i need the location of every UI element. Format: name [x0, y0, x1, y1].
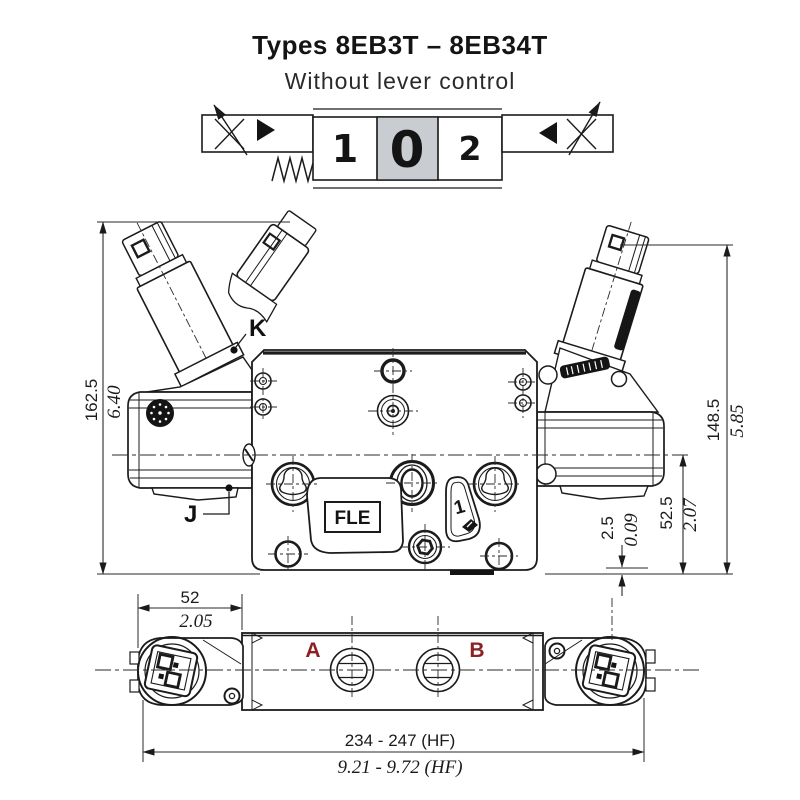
detached-connector [227, 210, 317, 324]
dim-length-mm: 234 - 247 (HF) [345, 731, 456, 750]
right-mount [535, 347, 665, 500]
bottom-right-connector [544, 636, 656, 706]
position-1-label: 1 [332, 127, 358, 171]
right-solenoid-coil [553, 221, 650, 375]
dim-width-mm: 52 [181, 588, 200, 607]
left-mount [127, 356, 253, 501]
fle-label: FLE [335, 508, 371, 529]
valve-body: FLE 1 [242, 349, 538, 575]
dim-length-in: 9.21 - 9.72 (HF) [337, 757, 462, 778]
j-label: J [184, 501, 197, 528]
dim-left-in: 6.40 [104, 385, 125, 419]
bottom-tab [450, 570, 494, 575]
left-solenoid-symbol [201, 104, 314, 156]
dim-center-in: 2.07 [680, 497, 701, 532]
part-number-label [614, 289, 641, 351]
callout-k: K [230, 315, 267, 354]
flow-direction-icon [462, 519, 478, 532]
bottom-left-connector [129, 636, 244, 706]
dim-right-mm: 148.5 [704, 399, 723, 442]
solenoid-triangle-right [257, 119, 275, 141]
plug-face-right [581, 644, 637, 698]
plug-face-left [143, 644, 199, 698]
callout-j: J [184, 484, 233, 528]
connector-face [146, 399, 174, 427]
port-a-label: A [305, 639, 320, 662]
connector-key-slot [130, 238, 151, 259]
dim-right-in: 5.85 [727, 404, 748, 437]
centerlines [112, 348, 692, 574]
position-0-label: 0 [390, 121, 425, 179]
port-b-label: B [469, 639, 484, 662]
port1-marker: 1 [445, 476, 481, 543]
dim-offset-in: 0.09 [621, 513, 642, 547]
k-label: K [249, 315, 267, 342]
left-solenoid-coil [121, 221, 245, 388]
hydraulic-schematic-symbol: 1 0 2 [201, 101, 614, 189]
dim-center-mm: 52.5 [657, 496, 676, 529]
front-view-dimensions: 162.5 6.40 148.5 5.85 52.5 2.07 2.5 0.09 [82, 221, 748, 596]
barcode-label [559, 356, 610, 379]
dim-width-in: 2.05 [179, 611, 212, 632]
bottom-body [241, 632, 544, 711]
page-subtitle: Without lever control [284, 68, 516, 94]
position-2-label: 2 [459, 129, 482, 168]
page-title: Types 8EB3T – 8EB34T [252, 30, 548, 60]
dim-offset-mm: 2.5 [598, 516, 617, 540]
bottom-centerlines [95, 598, 700, 700]
solenoid-triangle-left [539, 122, 557, 144]
right-solenoid-symbol [501, 101, 614, 156]
bottom-view: A B 52 2.05 234 - 247 (HF [95, 588, 700, 778]
neutral-position-box [376, 116, 439, 181]
front-view: FLE 1 [82, 210, 748, 596]
dim-left-mm: 162.5 [82, 379, 101, 422]
bottom-view-dimensions: 52 2.05 234 - 247 (HF) 9.21 - 9.72 (HF) [137, 588, 645, 778]
fle-nameplate: FLE [306, 477, 404, 554]
spring-symbol [271, 155, 314, 184]
